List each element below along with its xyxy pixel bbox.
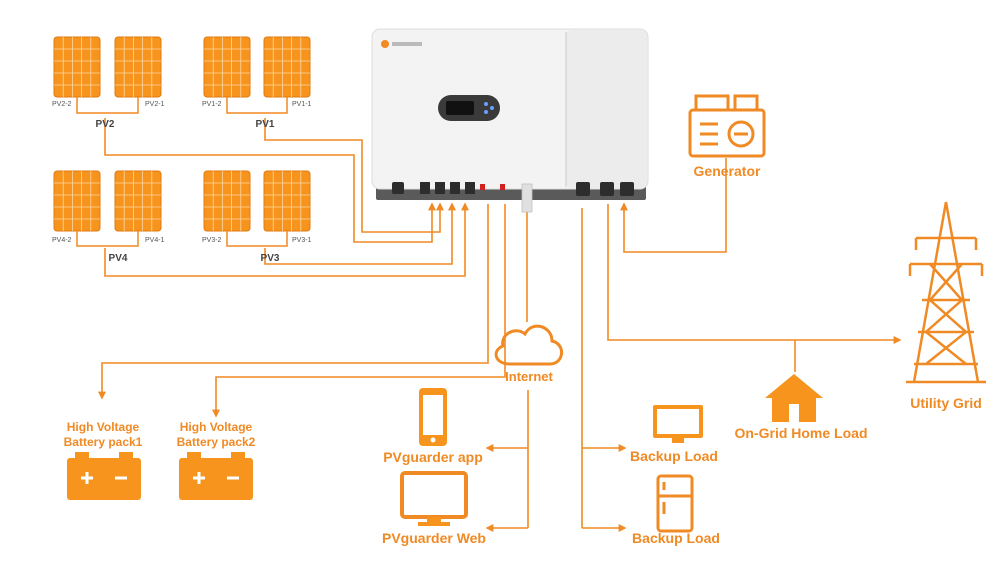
pv-string-label: PV3-1 — [292, 237, 312, 244]
pv-array-pv2: PV2-2 PV2-1 PV2 — [52, 36, 165, 130]
solar-panel-icon — [203, 170, 251, 232]
brand-logo — [381, 40, 389, 48]
battery-label-line1: High Voltage — [67, 420, 140, 434]
backup-load-label: Backup Load — [630, 448, 718, 464]
wire-battery2 — [212, 204, 506, 418]
pv-array-label: PV3 — [261, 253, 280, 264]
generator-icon — [688, 94, 766, 158]
smartphone-icon — [419, 388, 447, 446]
pv-string-label: PV2-2 — [52, 101, 72, 108]
monitor-icon — [400, 471, 468, 526]
pv-string-label: PV4-1 — [145, 237, 165, 244]
solar-panel-icon — [203, 36, 251, 98]
pvguarder-web-label: PVguarder Web — [382, 530, 486, 546]
pv-string-label: PV3-2 — [202, 237, 222, 244]
cloud-icon — [494, 324, 563, 366]
solar-panel-icon — [114, 36, 162, 98]
pv-string-label: PV2-1 — [145, 101, 165, 108]
solar-panel-icon — [263, 170, 311, 232]
home-load-label: On-Grid Home Load — [735, 425, 868, 441]
pv-string-label: PV4-2 — [52, 237, 72, 244]
wire-pv2 — [104, 118, 436, 243]
backup-load-label: Backup Load — [632, 530, 720, 546]
pv-string-label: PV1-2 — [202, 101, 222, 108]
pv-array-label: PV4 — [109, 253, 128, 264]
solar-panel-icon — [53, 36, 101, 98]
wire-pv1 — [264, 118, 444, 233]
generator-label: Generator — [694, 163, 761, 179]
pv-array-pv4: PV4-2 PV4-1 PV4 — [52, 170, 165, 264]
solar-panel-icon — [263, 36, 311, 98]
pv-string-label: PV1-1 — [292, 101, 312, 108]
house-icon — [765, 374, 823, 422]
internet-label: Internet — [505, 369, 553, 384]
pv-array-label: PV1 — [256, 119, 275, 130]
pv-array-label: PV2 — [96, 119, 115, 130]
pvguarder-app-label: PVguarder app — [383, 449, 483, 465]
wire-pv4 — [104, 202, 469, 277]
solar-panel-icon — [114, 170, 162, 232]
battery-label-line1: High Voltage — [180, 420, 253, 434]
wire-grid — [607, 204, 902, 344]
pv-array-pv1: PV1-2 PV1-1 PV1 — [202, 36, 312, 130]
pv-array-pv3: PV3-2 PV3-1 PV3 — [202, 170, 312, 264]
wire-battery1 — [98, 204, 489, 400]
tv-icon — [653, 405, 703, 443]
battery-label-line2: Battery pack2 — [177, 435, 256, 449]
solar-panel-icon — [53, 170, 101, 232]
wire-pv3 — [264, 202, 456, 265]
wire-generator — [620, 158, 727, 253]
pylon-icon — [906, 201, 986, 384]
battery-label-line2: Battery pack1 — [64, 435, 143, 449]
battery-icon — [65, 450, 143, 502]
fridge-icon — [656, 474, 694, 533]
utility-grid-label: Utility Grid — [910, 395, 982, 411]
battery-icon — [177, 450, 255, 502]
wires — [98, 118, 902, 532]
inverter-icon — [371, 28, 649, 213]
